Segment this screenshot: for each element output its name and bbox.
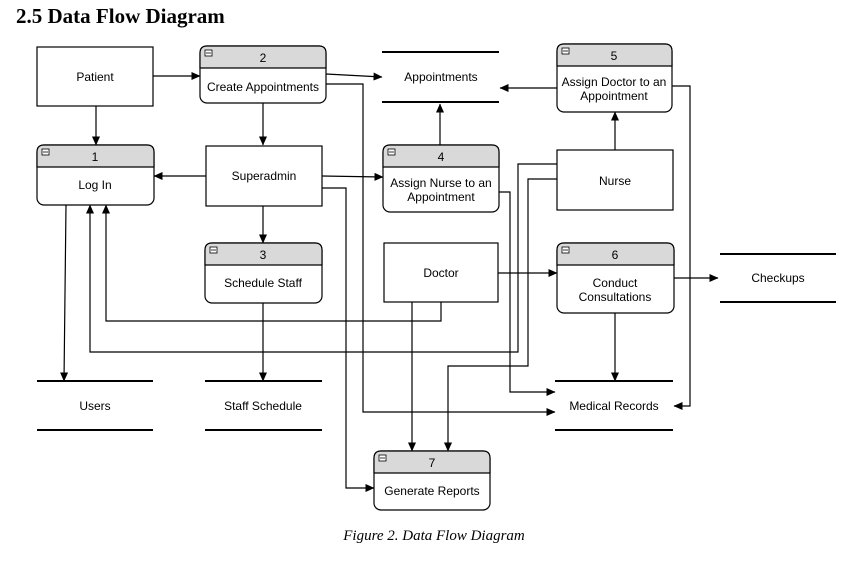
entity-patient: Patient <box>36 46 154 107</box>
process-number: 7 <box>429 456 436 470</box>
store-appointments-label: Appointments <box>404 70 477 84</box>
store-checkups: Checkups <box>720 253 836 303</box>
process-label: Schedule Staff <box>224 276 303 290</box>
entity-patient-label: Patient <box>76 70 114 84</box>
store-staff-schedule-label: Staff Schedule <box>224 399 302 413</box>
process-label: Appointment <box>407 190 475 204</box>
process-label: Conduct <box>593 276 638 290</box>
store-users-label: Users <box>79 399 110 413</box>
process-label: Assign Doctor to an <box>562 75 667 89</box>
entity-doctor: Doctor <box>383 242 499 303</box>
entity-superadmin: Superadmin <box>205 145 323 207</box>
flow-assign-nurse-records <box>499 191 556 396</box>
process-label: Appointment <box>580 89 648 103</box>
process-number: 5 <box>611 49 618 63</box>
process-schedule-staff: 3 Schedule Staff <box>204 242 323 304</box>
process-conduct-consultations: 6 Conduct Consultations <box>556 242 675 314</box>
store-checkups-label: Checkups <box>751 271 804 285</box>
process-number: 4 <box>438 150 445 164</box>
process-generate-reports: 7 Generate Reports <box>373 450 491 511</box>
flow-login-users <box>60 204 69 382</box>
figure-caption: Figure 2. Data Flow Diagram <box>343 528 525 544</box>
entity-nurse: Nurse <box>556 149 674 211</box>
process-log-in: 1 Log In <box>36 144 155 206</box>
store-users: Users <box>37 380 153 431</box>
process-number: 1 <box>92 150 99 164</box>
flow-create-records <box>326 83 556 416</box>
process-label: Create Appointments <box>207 80 319 94</box>
flow-doctor-login <box>102 204 442 322</box>
flow-create-appointments <box>325 72 383 81</box>
flow-lines <box>60 72 719 492</box>
store-staff-schedule: Staff Schedule <box>205 380 322 431</box>
entity-nurse-label: Nurse <box>599 174 631 188</box>
process-number: 3 <box>260 248 267 262</box>
process-label: Consultations <box>579 290 652 304</box>
process-number: 6 <box>612 248 619 262</box>
data-flow-diagram: Patient Superadmin Nurse Doctor 1 Log In… <box>36 43 836 511</box>
process-label: Log In <box>78 178 111 192</box>
store-medical-records-label: Medical Records <box>569 399 658 413</box>
flow-nurse-reports <box>444 178 557 452</box>
entity-superadmin-label: Superadmin <box>232 169 297 183</box>
flow-superadmin-reports <box>322 187 375 492</box>
store-appointments: Appointments <box>382 51 499 103</box>
process-number: 2 <box>260 51 267 65</box>
process-assign-doctor: 5 Assign Doctor to an Appointment <box>556 43 673 113</box>
flow-superadmin-assign-nurse <box>321 172 384 181</box>
process-label: Assign Nurse to an <box>390 176 491 190</box>
process-assign-nurse: 4 Assign Nurse to an Appointment <box>382 144 500 213</box>
store-medical-records: Medical Records <box>555 380 673 431</box>
entity-doctor-label: Doctor <box>423 266 458 280</box>
flow-nurse-login <box>86 163 557 353</box>
flow-assign-doctor-records <box>672 85 691 410</box>
process-create-appointments: 2 Create Appointments <box>199 45 327 104</box>
process-label: Generate Reports <box>384 484 479 498</box>
page-title: 2.5 Data Flow Diagram <box>16 4 225 28</box>
